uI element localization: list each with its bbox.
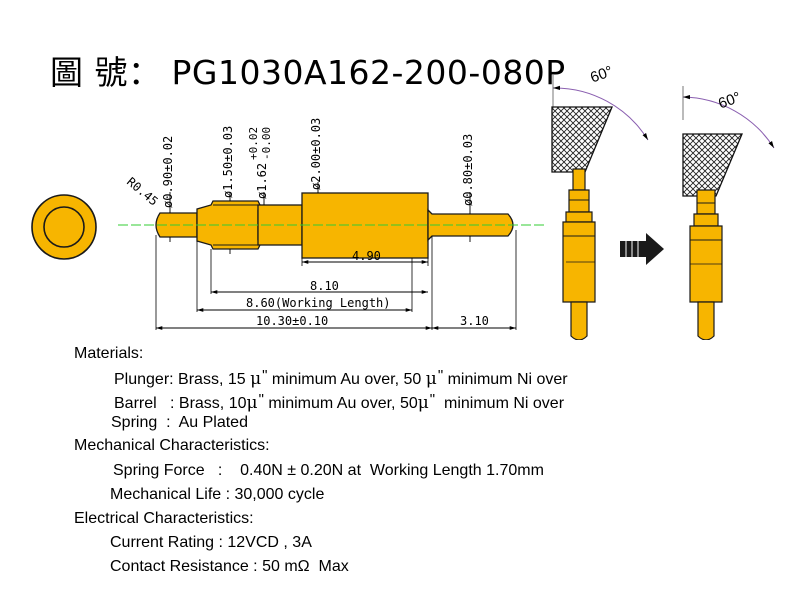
current-rating-spec: Current Rating : 12VCD , 3A	[110, 534, 312, 551]
materials-heading: Materials:	[74, 345, 144, 362]
contact-resistance-spec: Contact Resistance : 50 mΩ Max	[110, 558, 349, 575]
diameter-tip-label: ø0.90±0.02	[161, 136, 175, 208]
plunger-spec: Plunger: Brass, 15 μ" minimum Au over, 5…	[114, 367, 568, 389]
dim-810: 8.10	[310, 279, 339, 293]
mechanical-heading: Mechanical Characteristics:	[74, 437, 270, 454]
drawing-number-title: 圖 號：PG1030A162-200-080P	[50, 46, 566, 94]
board-before	[551, 106, 613, 173]
diameter-collar-lower-tol: -0.00	[260, 127, 273, 160]
spring-force-spec: Spring Force : 0.40N ± 0.20N at Working …	[113, 462, 544, 479]
dim-working-length: 8.60(Working Length)	[246, 296, 391, 310]
angle-before-label: 60°	[588, 63, 615, 87]
diameter-barrel-label: ø2.00±0.03	[309, 118, 323, 190]
part-number: PG1030A162-200-080P	[171, 53, 566, 92]
diameter-collar-upper-tol: +0.02	[247, 127, 260, 160]
technical-drawing: ø0.90±0.02 ø1.50±0.03 ø1.62 +0.02 -0.00 …	[31, 63, 775, 340]
dim-total-length: 10.30±0.10	[256, 314, 328, 328]
spring-spec: Spring : Au Plated	[111, 414, 248, 431]
electrical-heading: Electrical Characteristics:	[74, 510, 254, 527]
barrel-spec: Barrel : Brass, 10μ" minimum Au over, 50…	[114, 391, 565, 413]
diameter-collar-label: ø1.62	[255, 163, 269, 199]
drawing-number-label: 圖 號：	[50, 53, 162, 92]
end-view-circle	[31, 194, 97, 260]
compression-arrow	[620, 233, 664, 265]
assembly-before	[551, 75, 649, 340]
pin-side-view	[118, 192, 545, 259]
diameter-tail-label: ø0.80±0.03	[461, 134, 475, 206]
radius-label: R0.45	[124, 175, 161, 209]
assembly-after	[682, 86, 775, 340]
dim-barrel-length: 4.90	[352, 249, 381, 263]
mechanical-life-spec: Mechanical Life : 30,000 cycle	[110, 486, 325, 503]
angle-after-label: 60°	[716, 89, 743, 113]
dim-tail-length: 3.10	[460, 314, 489, 328]
board-after	[682, 133, 743, 197]
diameter-plunger-label: ø1.50±0.03	[221, 126, 235, 198]
